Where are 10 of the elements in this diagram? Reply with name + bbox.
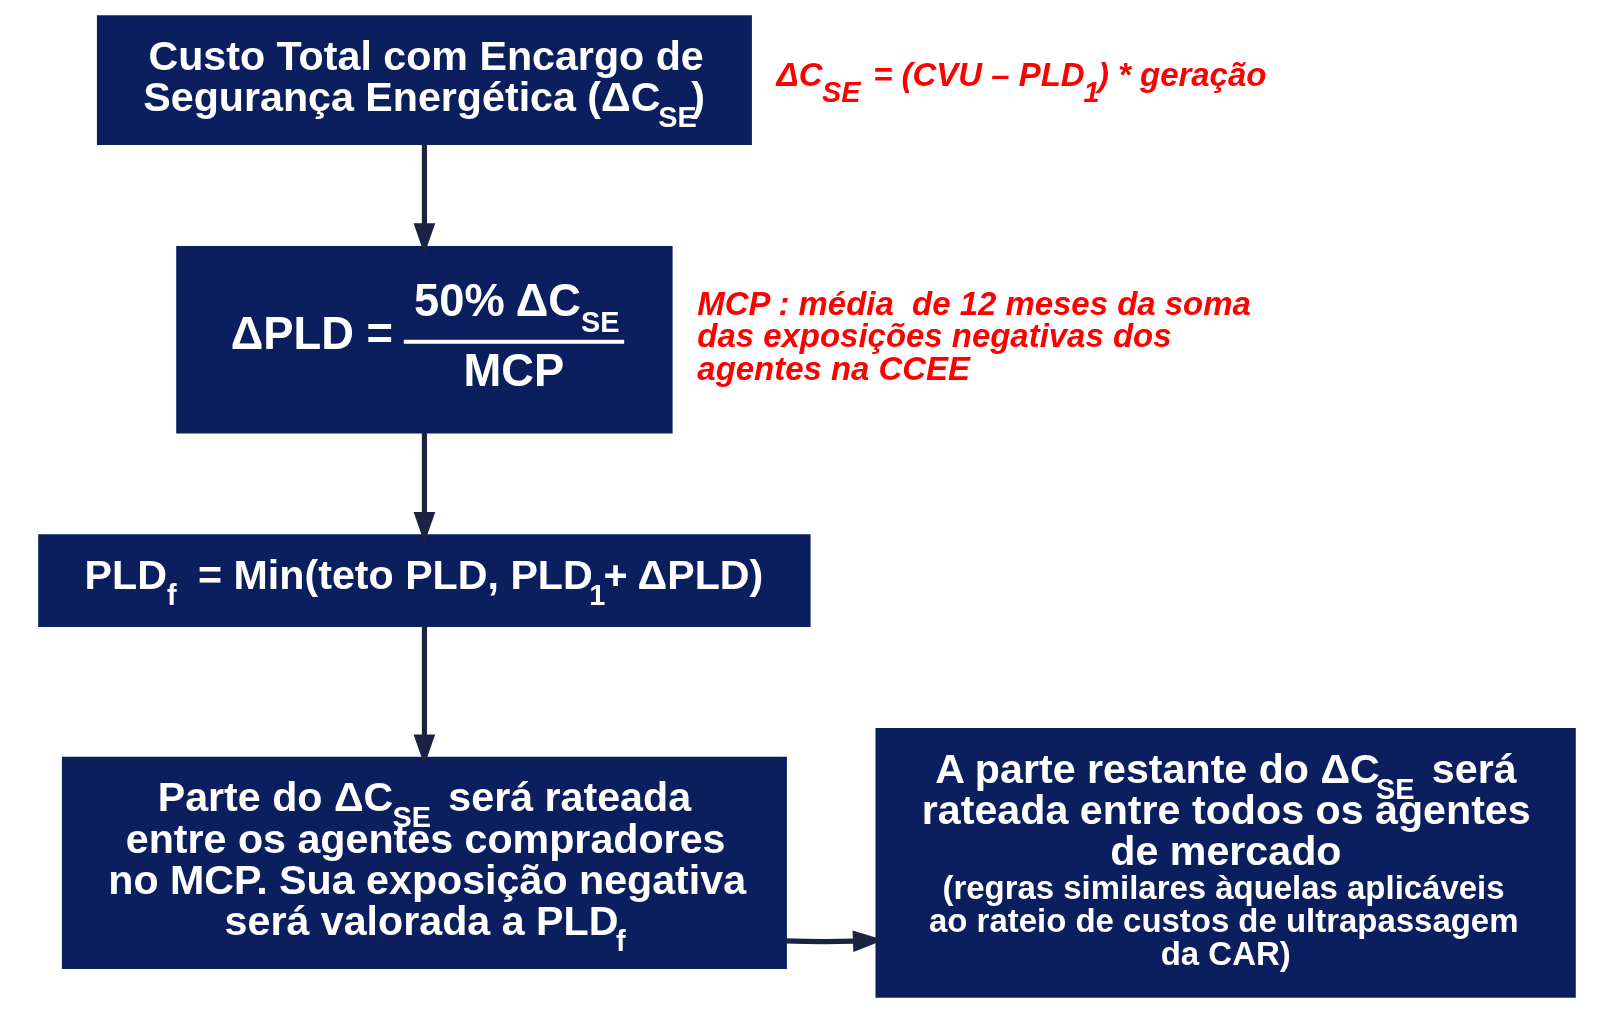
arrow	[413, 626, 436, 766]
arrow	[785, 930, 884, 953]
node-box: PLD$_{f}$ = Min(teto PLD, PLD$_{1}$+ ΔPLD)	[38, 534, 811, 627]
node-box: Parte do ΔC$_{SE}$ será rateada entre os agentes compradores no MCP. Sua exposição negativa será valorada a PLD$_{f}$	[61, 756, 787, 969]
arrow	[413, 144, 436, 255]
node-label: ΔC$_{SE}$ = (CVU – PLD$_{1}$) * geração	[776, 55, 1267, 108]
node-box: Custo Total com Encargo de Segurança Energética (ΔC$_{SE}$)	[96, 15, 752, 145]
node-label: MCP : média de 12 meses da soma das exposições negativas dos agentes na CCEE	[697, 284, 1251, 388]
arrow	[413, 432, 436, 543]
node-box: A parte restante do ΔC$_{SE}$ será rateada entre todos os agentes de mercado (regras similares àquelas aplicáveis ao rateio de custos de ultrapassagem da CAR)	[875, 727, 1576, 998]
